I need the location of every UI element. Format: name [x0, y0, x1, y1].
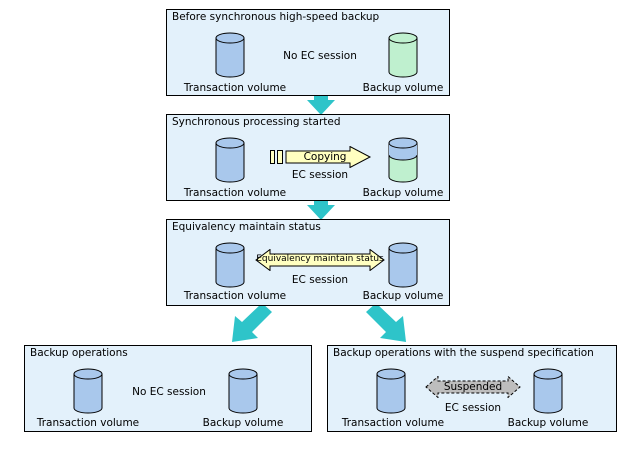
transaction-volume-label: Transaction volume — [183, 187, 287, 199]
session-label: EC session — [291, 169, 349, 181]
transaction-volume-cylinder — [73, 368, 103, 414]
session-label: EC session — [444, 402, 502, 414]
panel-equivalency: Equivalency maintain status Equivalency … — [166, 219, 450, 306]
transaction-volume-cylinder — [376, 368, 406, 414]
equivalency-arrow-label: Equivalency maintain status — [256, 254, 384, 264]
panel-before-backup: Before synchronous high-speed backup No … — [166, 9, 450, 96]
transaction-volume-cylinder — [215, 242, 245, 288]
backup-volume-cylinder — [388, 137, 418, 183]
session-label: No EC session — [132, 386, 206, 398]
session-label: EC session — [291, 274, 349, 286]
session-label: No EC session — [283, 50, 357, 62]
backup-volume-cylinder — [388, 32, 418, 78]
transaction-volume-label: Transaction volume — [341, 417, 445, 429]
backup-volume-label: Backup volume — [362, 187, 444, 199]
backup-volume-label: Backup volume — [362, 290, 444, 302]
panel-title: Backup operations — [30, 347, 128, 359]
backup-volume-cylinder — [533, 368, 563, 414]
transaction-volume-cylinder — [215, 32, 245, 78]
panel-title: Before synchronous high-speed backup — [172, 11, 380, 23]
suspended-label: Suspended — [443, 381, 503, 393]
transaction-volume-label: Transaction volume — [183, 82, 287, 94]
transaction-volume-label: Transaction volume — [183, 290, 287, 302]
flow-arrow-left — [232, 303, 272, 342]
panel-title: Synchronous processing started — [172, 116, 341, 128]
copying-arrow — [270, 146, 372, 168]
panel-title: Equivalency maintain status — [172, 221, 321, 233]
panel-suspend-operations: Backup operations with the suspend speci… — [327, 345, 617, 432]
suspended-arrow — [425, 376, 521, 398]
backup-volume-label: Backup volume — [507, 417, 589, 429]
copying-label: Copying — [303, 151, 347, 163]
backup-volume-label: Backup volume — [202, 417, 284, 429]
backup-volume-label: Backup volume — [362, 82, 444, 94]
backup-volume-cylinder — [388, 242, 418, 288]
transaction-volume-cylinder — [215, 137, 245, 183]
panel-sync-started: Synchronous processing started Copying E… — [166, 114, 450, 201]
flow-arrow-right — [366, 303, 406, 342]
panel-backup-operations: Backup operations No EC session Transact… — [24, 345, 312, 432]
panel-title: Backup operations with the suspend speci… — [333, 347, 594, 359]
transaction-volume-label: Transaction volume — [36, 417, 140, 429]
equivalency-arrow — [255, 249, 385, 271]
backup-volume-cylinder — [228, 368, 258, 414]
